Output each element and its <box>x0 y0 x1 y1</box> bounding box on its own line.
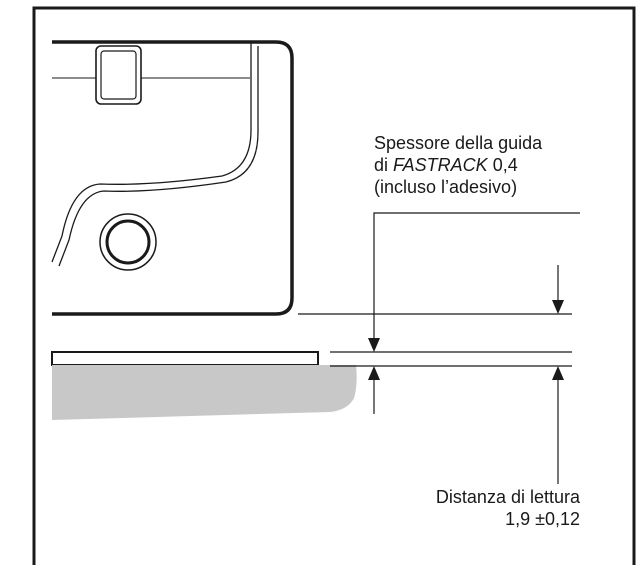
fastrack-brand-text: FASTRACK <box>393 155 488 175</box>
guide-thickness-value: 0,4 <box>487 155 518 175</box>
device-clip-outer <box>95 45 142 105</box>
reader-device <box>51 40 294 316</box>
fastrack-guide-strip <box>51 351 319 366</box>
distance-arrow-up <box>552 366 564 380</box>
distance-arrow-down <box>552 300 564 314</box>
reading-distance-label: Distanza di lettura 1,9 ±0,12 <box>410 486 580 530</box>
device-button <box>105 219 151 265</box>
guide-thickness-label: Spessore della guida di FASTRACK 0,4 (in… <box>374 132 542 198</box>
device-outline <box>52 40 294 316</box>
tag-surface <box>52 365 357 420</box>
outer-frame <box>32 6 636 565</box>
guide-thickness-line1: Spessore della guida <box>374 133 543 153</box>
thickness-leader-line <box>373 212 580 340</box>
device-button-ring <box>99 213 157 271</box>
reading-distance-line1: Distanza di lettura <box>435 487 580 507</box>
device-clip-inner <box>100 50 137 100</box>
guide-thickness-line2: di FASTRACK 0,4 <box>374 154 542 176</box>
thickness-arrow-down <box>368 338 380 352</box>
guide-thickness-prefix: di <box>374 155 394 175</box>
guide-thickness-line3: (incluso l’adesivo) <box>374 177 518 197</box>
thickness-arrow-up <box>368 366 380 380</box>
reading-distance-dimension <box>552 265 564 484</box>
device-inner-contour-inner <box>58 46 259 267</box>
reading-distance-value: 1,9 ±0,12 <box>505 509 580 529</box>
thickness-dimension <box>368 212 580 414</box>
device-inner-contour-outer <box>51 42 252 263</box>
